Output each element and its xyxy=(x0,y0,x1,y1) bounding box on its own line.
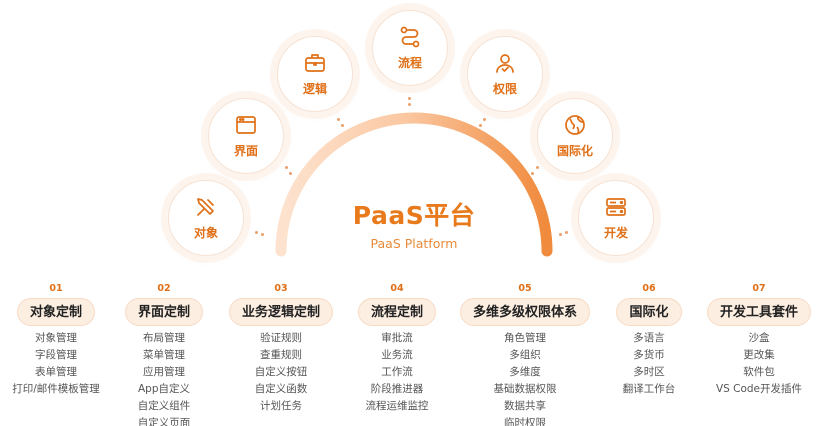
column-title: 开发工具套件 xyxy=(706,298,811,326)
list-item: 多时区 xyxy=(633,366,665,378)
feature-column-devtools: 07 开发工具套件 沙盒 更改集 软件包 VS Code开发插件 xyxy=(689,282,828,398)
list-item: 翻译工作台 xyxy=(622,383,676,395)
list-item: 更改集 xyxy=(743,349,775,361)
list-item: 自定义按钮 xyxy=(254,366,308,378)
list-item: VS Code开发插件 xyxy=(715,383,803,395)
column-title: 对象定制 xyxy=(16,298,95,326)
list-item: 多维度 xyxy=(509,366,541,378)
list-item: 应用管理 xyxy=(143,366,185,378)
column-title: 多维多级权限体系 xyxy=(459,298,590,326)
connector-dot xyxy=(337,118,340,121)
list-item: 自定义函数 xyxy=(254,383,308,395)
list-item: 阶段推进器 xyxy=(370,383,424,395)
list-item: 布局管理 xyxy=(143,332,185,344)
node-label: 流程 xyxy=(397,56,422,70)
list-item: 临时权限 xyxy=(504,417,546,426)
feature-column-logic: 03 业务逻辑定制 验证规则 查重规则 自定义按钮 自定义函数 计划任务 xyxy=(211,282,351,415)
column-number: 06 xyxy=(642,283,656,294)
feature-column-i18n: 06 国际化 多语言 多货币 多时区 翻译工作台 xyxy=(579,282,719,398)
connector-dot xyxy=(565,231,568,234)
globe-icon xyxy=(565,115,585,135)
list-item: 自定义页面 xyxy=(137,417,191,426)
column-number: 01 xyxy=(49,283,63,294)
list-item: 多货币 xyxy=(633,349,665,361)
list-item: 基础数据权限 xyxy=(493,383,557,395)
node-label: 国际化 xyxy=(556,144,593,158)
tools-icon xyxy=(197,198,214,216)
connector-dot xyxy=(261,233,264,236)
connector-dot xyxy=(289,172,292,175)
list-item: 流程运维监控 xyxy=(365,400,429,412)
column-number: 04 xyxy=(390,283,404,294)
list-item: 计划任务 xyxy=(260,400,302,412)
list-item: 菜单管理 xyxy=(143,349,185,361)
platform-subtitle: PaaS Platform xyxy=(370,236,458,251)
node-process: 流程 xyxy=(372,10,448,86)
list-item: 数据共享 xyxy=(504,400,546,412)
platform-title: PaaS平台 xyxy=(352,201,476,230)
node-label: 逻辑 xyxy=(302,82,327,96)
list-item: 业务流 xyxy=(381,349,413,361)
list-item: App自定义 xyxy=(137,383,190,395)
column-number: 05 xyxy=(518,283,532,294)
list-item: 多组织 xyxy=(509,349,541,361)
list-item: 表单管理 xyxy=(35,366,77,378)
node-label: 对象 xyxy=(193,226,218,240)
connector-dot xyxy=(255,231,258,234)
connector-dot xyxy=(341,124,344,127)
feature-column-permission: 05 多维多级权限体系 角色管理 多组织 多维度 基础数据权限 数据共享 临时权… xyxy=(455,282,595,426)
node-dev: 开发 xyxy=(578,180,654,256)
list-item: 对象管理 xyxy=(35,332,77,344)
node-i18n: 国际化 xyxy=(537,98,613,174)
list-item: 查重规则 xyxy=(260,349,302,361)
window-icon xyxy=(236,116,256,134)
flow-icon xyxy=(400,26,420,48)
list-item: 打印/邮件模板管理 xyxy=(12,383,100,395)
column-number: 03 xyxy=(274,283,288,294)
node-label: 权限 xyxy=(492,82,517,96)
list-item: 审批流 xyxy=(381,332,413,344)
node-label: 界面 xyxy=(233,144,258,158)
connector-dot xyxy=(285,166,288,169)
briefcase-icon xyxy=(305,54,325,72)
list-item: 角色管理 xyxy=(504,332,546,344)
node-logic: 逻辑 xyxy=(277,36,353,112)
node-object: 对象 xyxy=(168,180,244,256)
node-permission: 权限 xyxy=(467,36,543,112)
server-icon xyxy=(606,198,626,216)
connector-dot xyxy=(559,233,562,236)
connector-dot xyxy=(408,103,411,106)
list-item: 工作流 xyxy=(381,366,413,378)
feature-column-process: 04 流程定制 审批流 业务流 工作流 阶段推进器 流程运维监控 xyxy=(327,282,467,415)
column-title: 流程定制 xyxy=(357,298,436,326)
column-title: 界面定制 xyxy=(124,298,203,326)
list-item: 多语言 xyxy=(633,332,665,344)
list-item: 验证规则 xyxy=(260,332,302,344)
connector-dot xyxy=(483,118,486,121)
node-label: 开发 xyxy=(603,226,628,240)
feature-column-interface: 02 界面定制 布局管理 菜单管理 应用管理 App自定义 自定义组件 自定义页… xyxy=(94,282,234,426)
column-number: 02 xyxy=(157,283,171,294)
list-item: 沙盒 xyxy=(748,332,770,344)
node-interface: 界面 xyxy=(208,98,284,174)
feature-column-object: 01 对象定制 对象管理 字段管理 表单管理 打印/邮件模板管理 xyxy=(0,282,126,398)
list-item: 字段管理 xyxy=(35,349,77,361)
user-shield-icon xyxy=(496,54,514,73)
connector-dot xyxy=(536,166,539,169)
connector-dot xyxy=(408,97,411,100)
column-title: 国际化 xyxy=(616,298,682,326)
column-number: 07 xyxy=(752,283,766,294)
list-item: 软件包 xyxy=(743,366,775,378)
connector-dot xyxy=(479,124,482,127)
column-title: 业务逻辑定制 xyxy=(228,298,333,326)
list-item: 自定义组件 xyxy=(137,400,191,412)
connector-dot xyxy=(531,172,534,175)
